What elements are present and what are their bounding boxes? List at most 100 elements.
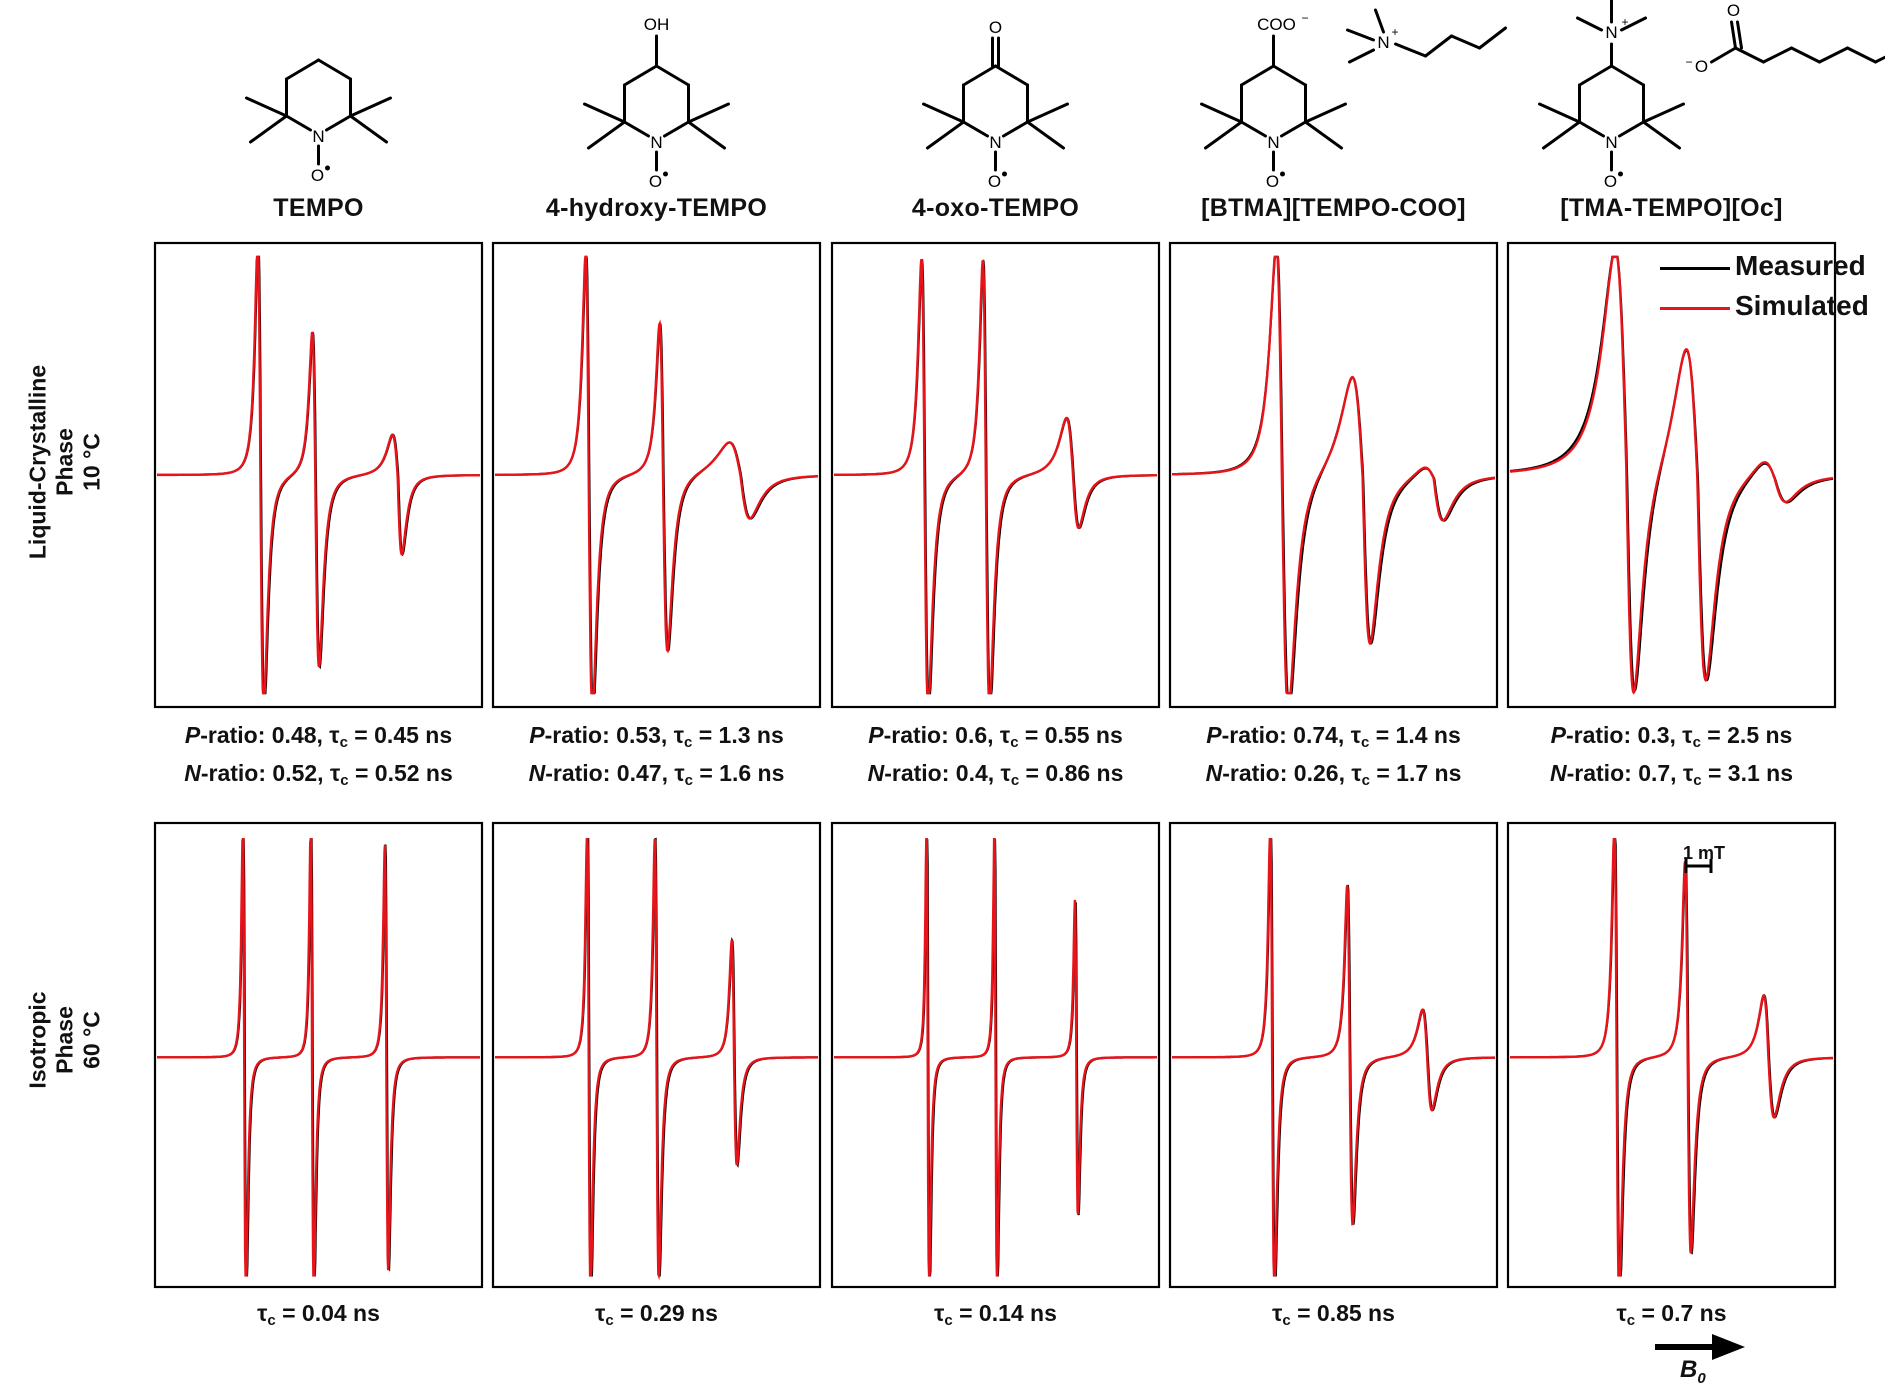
atom-label: N: [1605, 23, 1617, 42]
atom-label: N: [312, 127, 324, 146]
atom-label: N: [650, 133, 662, 152]
iso-tau-label: τc = 0.85 ns: [1272, 1300, 1395, 1329]
panel-frame: [1168, 241, 1499, 709]
atom-label: O: [989, 18, 1002, 37]
iso-tau-value: 0.04 ns: [301, 1300, 380, 1326]
structure-1: N O OH: [583, 15, 730, 191]
spectrum-panel: [1168, 821, 1499, 1289]
atom-label: N: [1605, 133, 1617, 152]
svg-text:+: +: [1622, 15, 1629, 29]
simulated-line: [1509, 255, 1834, 695]
legend-measured-swatch: [1660, 267, 1730, 270]
simulated-line: [1510, 838, 1833, 1277]
legend-simulated: Simulated: [1735, 290, 1869, 321]
iso-tau-value: 0.14 ns: [978, 1300, 1057, 1326]
simulated-line: [495, 838, 818, 1281]
spectrum-panel: [491, 821, 822, 1289]
panel-frame: [830, 821, 1161, 1289]
p-ratio-label: P-ratio: 0.74, τc = 1.4 ns: [1206, 722, 1461, 751]
simulated-line: [157, 838, 480, 1277]
legend-simulated-swatch: [1660, 307, 1730, 310]
atom-label: O: [1266, 172, 1279, 191]
atom-label: O: [311, 166, 324, 185]
structure-2: NOO: [922, 18, 1069, 191]
p-ratio-label: P-ratio: 0.53, τc = 1.3 ns: [529, 722, 784, 751]
atom-label: O: [649, 172, 662, 191]
simulated-line: [1172, 255, 1495, 695]
measured-line: [1172, 255, 1495, 695]
iso-tau-label: τc = 0.29 ns: [595, 1300, 718, 1329]
svg-text:+: +: [1392, 25, 1399, 39]
p-tau-value: 0.45 ns: [374, 722, 453, 748]
spectrum-panel: [1506, 241, 1837, 709]
svg-text:−: −: [1686, 55, 1693, 69]
simulated-line: [834, 838, 1157, 1277]
iso-tau-value: 0.29 ns: [639, 1300, 718, 1326]
n-ratio-value: 0.7: [1638, 760, 1671, 786]
panel-frame: [830, 241, 1161, 709]
atom-label: COO: [1257, 15, 1296, 34]
iso-tau-label: τc = 0.14 ns: [934, 1300, 1057, 1329]
compound-name: 4-oxo-TEMPO: [911, 194, 1080, 222]
legend-measured: Measured: [1735, 250, 1866, 281]
p-ratio-value: 0.74: [1293, 722, 1338, 748]
panel-frame: [153, 821, 484, 1289]
atom-label: O: [1727, 1, 1740, 20]
compound-name: [TMA-TEMPO][Oc]: [1560, 194, 1783, 222]
spectrum-panel: [830, 241, 1161, 709]
p-ratio-value: 0.6: [955, 722, 988, 748]
spectrum-panel: [491, 241, 822, 709]
spectrum-panel: [1168, 241, 1499, 709]
n-tau-value: 0.52 ns: [374, 760, 453, 786]
scale-bar: [1684, 859, 1713, 873]
iso-tau-label: τc = 0.7 ns: [1616, 1300, 1727, 1329]
simulated-line: [1172, 838, 1495, 1277]
n-ratio-value: 0.52: [272, 760, 318, 786]
simulated-line: [495, 255, 818, 695]
simulated-line: [834, 258, 1157, 695]
iso-tau-value: 0.7 ns: [1661, 1300, 1727, 1326]
spectrum-panel: [153, 821, 484, 1289]
panel-frame: [1506, 821, 1837, 1289]
row-label-iso: Isotropic Phase 60 °C: [24, 991, 105, 1089]
atom-label: OH: [644, 15, 670, 34]
spectrum-panel: [153, 241, 484, 709]
p-tau-value: 0.55 ns: [1044, 722, 1123, 748]
n-ratio-value: 0.47: [616, 760, 662, 786]
atom-label: N: [1267, 133, 1279, 152]
measured-line: [834, 259, 1157, 695]
n-tau-value: 1.7 ns: [1396, 760, 1462, 786]
p-ratio-label: P-ratio: 0.3, τc = 2.5 ns: [1550, 722, 1793, 751]
spectrum-panel: [1506, 821, 1837, 1289]
panel-frame: [153, 241, 484, 709]
panel-frame: [1168, 821, 1499, 1289]
iso-tau-value: 0.85 ns: [1316, 1300, 1395, 1326]
n-tau-value: 3.1 ns: [1727, 760, 1793, 786]
n-ratio-label: N-ratio: 0.7, τc = 3.1 ns: [1550, 760, 1793, 789]
p-ratio-label: P-ratio: 0.48, τc = 0.45 ns: [184, 722, 453, 751]
panel-frame: [491, 241, 822, 709]
n-ratio-label: N-ratio: 0.47, τc = 1.6 ns: [528, 760, 785, 789]
n-ratio-label: N-ratio: 0.4, τc = 0.86 ns: [867, 760, 1124, 789]
simulated-line: [157, 255, 480, 695]
n-ratio-value: 0.4: [955, 760, 988, 786]
p-ratio-value: 0.53: [616, 722, 661, 748]
scale-bar-label: 1 mT: [1683, 843, 1726, 863]
spectrum-panel: [830, 821, 1161, 1289]
compound-name: [BTMA][TEMPO-COO]: [1201, 194, 1466, 222]
n-ratio-label: N-ratio: 0.26, τc = 1.7 ns: [1205, 760, 1462, 789]
p-tau-value: 2.5 ns: [1727, 722, 1793, 748]
n-ratio-label: N-ratio: 0.52, τc = 0.52 ns: [184, 760, 453, 789]
p-ratio-label: P-ratio: 0.6, τc = 0.55 ns: [868, 722, 1123, 751]
p-tau-value: 1.4 ns: [1395, 722, 1461, 748]
p-ratio-value: 0.3: [1637, 722, 1670, 748]
atom-label: O: [988, 172, 1001, 191]
iso-tau-label: τc = 0.04 ns: [257, 1300, 380, 1329]
compound-name: TEMPO: [273, 194, 364, 222]
p-tau-value: 1.3 ns: [718, 722, 784, 748]
atom-label: O: [1604, 172, 1617, 191]
